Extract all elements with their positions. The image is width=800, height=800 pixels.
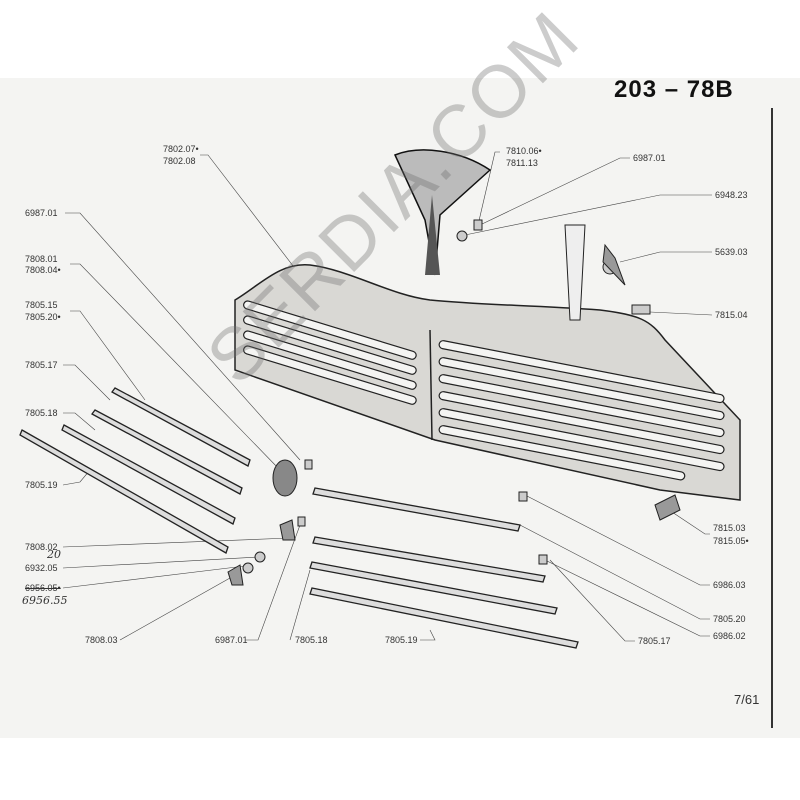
peugeot-emblem (393, 149, 492, 276)
part-label: 7805.19 (25, 480, 58, 490)
leader-lines (62, 151, 713, 642)
part-label: 7811.13 (506, 158, 538, 168)
part-label: 7815.03 (713, 523, 746, 533)
part-label: 6987.01 (633, 153, 666, 163)
part-label: 7805.20 (713, 614, 746, 624)
struck-part-label: 6956.05• (25, 583, 61, 593)
grille-panel (234, 264, 741, 501)
part-label: 7815.04 (715, 310, 748, 320)
part-label: 6987.01 (25, 208, 58, 218)
small-parts (227, 219, 681, 586)
part-label: 7805.15 (25, 300, 58, 310)
page-border (771, 108, 773, 728)
part-label: 7808.04• (25, 265, 61, 275)
part-label: 7805.18 (295, 635, 328, 645)
part-label: 7815.05• (713, 536, 749, 546)
part-label: 6948.23 (715, 190, 748, 200)
part-label: 6986.03 (713, 580, 746, 590)
part-label: 6987.01 (215, 635, 248, 645)
page-number: 7/61 (734, 692, 760, 707)
part-label: 7810.06• (506, 146, 542, 156)
part-label: 7805.20• (25, 312, 61, 322)
part-label: 6986.02 (713, 631, 746, 641)
handwritten-note: 20 (47, 548, 61, 561)
part-label: 7802.08 (163, 156, 196, 166)
page-title: 203 – 78B (614, 76, 734, 103)
part-label: 6932.05 (25, 563, 58, 573)
part-label: 7805.17 (25, 360, 58, 370)
handwritten-part-label: 6956.55 (22, 594, 68, 607)
part-label: 7802.07• (163, 144, 199, 154)
part-label: 7808.01 (25, 254, 58, 264)
part-label: 7805.19 (385, 635, 418, 645)
part-label: 7805.18 (25, 408, 58, 418)
part-label: 7805.17 (638, 636, 671, 646)
part-label: 7808.02 (25, 542, 58, 552)
part-label: 5639.03 (715, 247, 748, 257)
part-label: 7808.03 (85, 635, 118, 645)
trim-strips (19, 387, 579, 649)
